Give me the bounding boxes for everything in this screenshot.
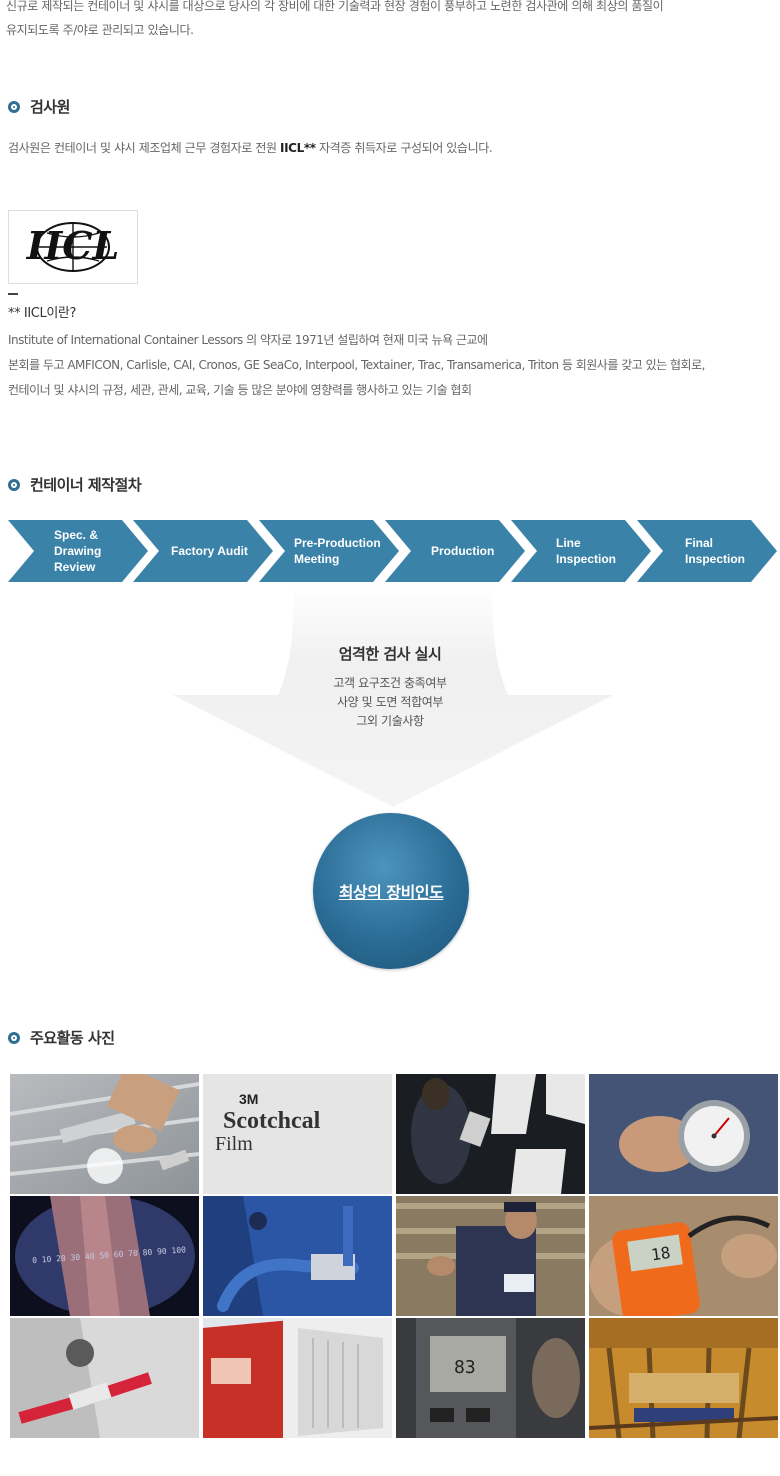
process-step-5: Line Inspection — [511, 520, 651, 582]
intro-line-1: 신규로 제작되는 컨테이너 및 샤시를 대상으로 당사의 각 장비에 대한 기술… — [6, 0, 664, 13]
photo-minitest-meter[interactable]: 83 — [396, 1318, 585, 1438]
iicl-logo: IICL — [8, 210, 138, 284]
inspection-items: 고객 요구조건 충족여부 사양 및 도면 적합여부 그외 기술사항 — [280, 674, 500, 731]
process-step-1-label: Spec. & Drawing Review — [54, 528, 102, 574]
photo-weld-scale[interactable]: 0 10 20 30 40 50 60 70 80 90 100 — [10, 1196, 199, 1316]
inspection-item-3: 그외 기술사항 — [356, 714, 424, 728]
inspector-text-bold: IICL** — [280, 141, 316, 155]
photo-open-container[interactable] — [203, 1318, 392, 1438]
iicl-line-1: Institute of International Container Les… — [8, 333, 488, 347]
process-step-2: Factory Audit — [133, 520, 273, 582]
scotchcal-logo-text: Scotchcal — [223, 1108, 321, 1134]
circle-bullet-icon — [8, 100, 20, 113]
intro-text: 신규로 제작되는 컨테이너 및 샤시를 대상으로 당사의 각 장비에 대한 기술… — [6, 0, 766, 42]
photo-chassis-production[interactable] — [589, 1318, 778, 1438]
photo-blue-door-handle[interactable] — [203, 1196, 392, 1316]
process-step-6-label: Final Inspection — [685, 536, 746, 566]
photo-dial-gauge[interactable] — [589, 1074, 778, 1194]
photo-thickness-meter[interactable]: 18 — [589, 1196, 778, 1316]
process-step-2-label: Factory Audit — [171, 544, 248, 558]
process-flow: Spec. & Drawing Review Factory Audit Pre… — [0, 520, 780, 582]
section-title-photos: 주요활동 사진 — [8, 1027, 115, 1048]
intro-line-2: 유지되도록 주/야로 관리되고 있습니다. — [6, 23, 194, 37]
scotchcal-film-text: Film — [215, 1133, 253, 1155]
inspection-funnel — [173, 585, 613, 807]
process-step-4-label: Production — [431, 544, 495, 558]
iicl-line-3: 컨테이너 및 샤시의 규정, 세관, 관세, 교육, 기술 등 많은 분야에 영… — [8, 383, 472, 397]
photo-steel-plate-inspection[interactable] — [10, 1074, 199, 1194]
photo-inspector-worker[interactable] — [396, 1196, 585, 1316]
result-circle: 최상의 장비인도 — [313, 813, 469, 969]
inspection-title: 엄격한 검사 실시 — [338, 645, 442, 663]
minitest-reading: 83 — [454, 1357, 476, 1378]
inspector-title: 검사원 — [30, 98, 70, 116]
photos-title: 주요활동 사진 — [30, 1029, 115, 1047]
iicl-heading: ** IICL이란? — [8, 306, 76, 321]
thickness-meter-reading: 18 — [650, 1243, 672, 1264]
inspector-description: 검사원은 컨테이너 및 샤시 제조업체 근무 경험자로 전원 IICL** 자격… — [8, 137, 493, 159]
result-label: 최상의 장비인도 — [338, 883, 444, 902]
photo-panel-marking[interactable] — [396, 1074, 585, 1194]
inspector-text-before: 검사원은 컨테이너 및 샤시 제조업체 근무 경험자로 전원 — [8, 141, 281, 155]
section-title-inspector: 검사원 — [8, 96, 70, 117]
inspector-text-after: 자격증 취득자로 구성되어 있습니다. — [315, 141, 493, 155]
photo-red-hinge[interactable] — [10, 1318, 199, 1438]
inspection-item-1: 고객 요구조건 충족여부 — [333, 676, 447, 690]
inspection-item-2: 사양 및 도면 적합여부 — [336, 695, 443, 709]
photo-scotchcal-film[interactable]: 3M Scotchcal Film — [203, 1074, 392, 1194]
process-step-3: Pre-Production Meeting — [259, 520, 399, 582]
iicl-line-2: 본회를 두고 AMFICON, Carlisle, CAI, Cronos, G… — [8, 358, 705, 372]
process-step-6: Final Inspection — [637, 520, 777, 582]
divider — [8, 293, 18, 295]
process-title: 컨테이너 제작절차 — [30, 476, 142, 494]
iicl-description: Institute of International Container Les… — [8, 328, 705, 403]
scotchcal-logo-3m: 3M — [239, 1091, 258, 1107]
section-title-process: 컨테이너 제작절차 — [8, 474, 142, 495]
process-step-1: Spec. & Drawing Review — [8, 520, 148, 582]
circle-bullet-icon — [8, 478, 20, 491]
circle-bullet-icon — [8, 1031, 20, 1044]
process-step-3-label: Pre-Production Meeting — [294, 536, 381, 566]
process-step-4: Production — [385, 520, 525, 582]
process-step-5-label: Line Inspection — [556, 536, 617, 566]
iicl-logo-text: IICL — [26, 223, 120, 268]
